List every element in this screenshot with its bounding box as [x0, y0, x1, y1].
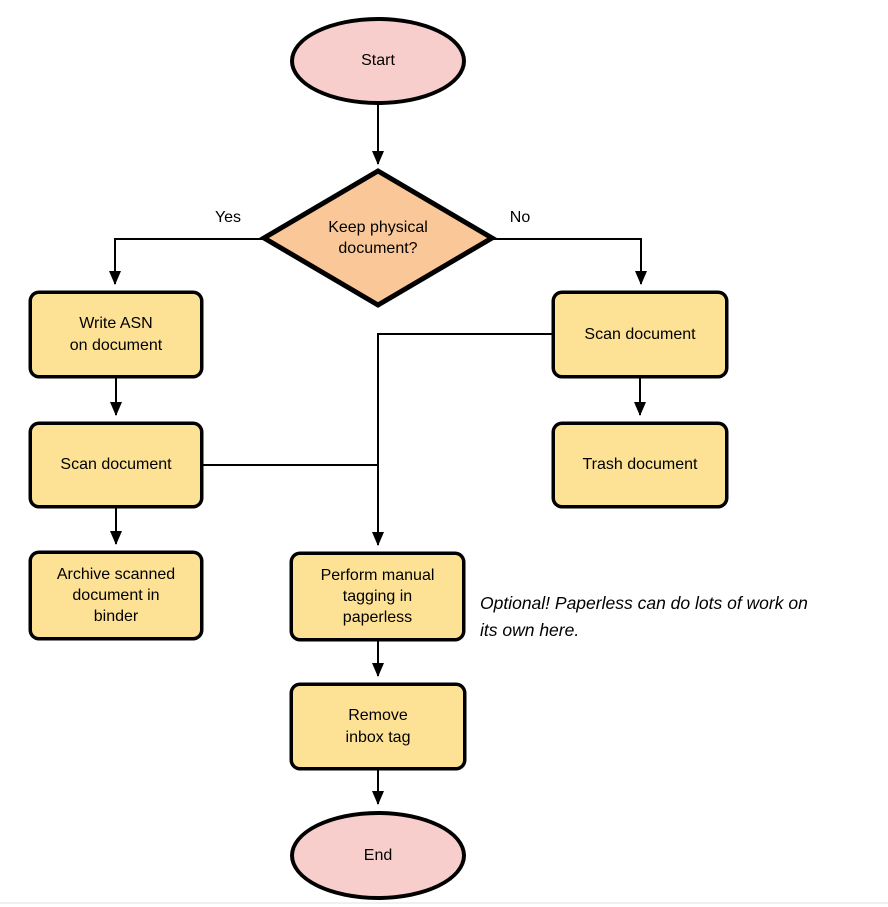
yes-edge-label: Yes	[214, 209, 242, 226]
optional-annotation-text: Optional! Paperless can do lots of work …	[480, 593, 808, 640]
scan-document-left-node: Scan document	[29, 422, 203, 508]
remove-inbox-tag-node: Remove inbox tag	[290, 683, 466, 770]
trash-document-node: Trash document	[552, 422, 728, 508]
manual-tagging-node: Perform manual tagging in paperless	[290, 552, 465, 641]
decision-node-label: Keep physical document?	[328, 218, 428, 257]
no-edge-label: No	[509, 209, 531, 226]
scan-document-right-node: Scan document	[552, 291, 728, 378]
edge-rightscan-to-tagging	[372, 333, 552, 546]
bottom-divider	[0, 902, 888, 904]
start-node: Start	[290, 17, 466, 105]
edge-yes-branch	[109, 238, 264, 285]
decision-diamond-shape	[259, 168, 497, 308]
archive-binder-node: Archive scanned document in binder	[29, 551, 203, 640]
write-asn-node: Write ASN on document	[29, 291, 203, 378]
end-node: End	[290, 811, 466, 900]
edge-no-branch	[492, 238, 647, 285]
